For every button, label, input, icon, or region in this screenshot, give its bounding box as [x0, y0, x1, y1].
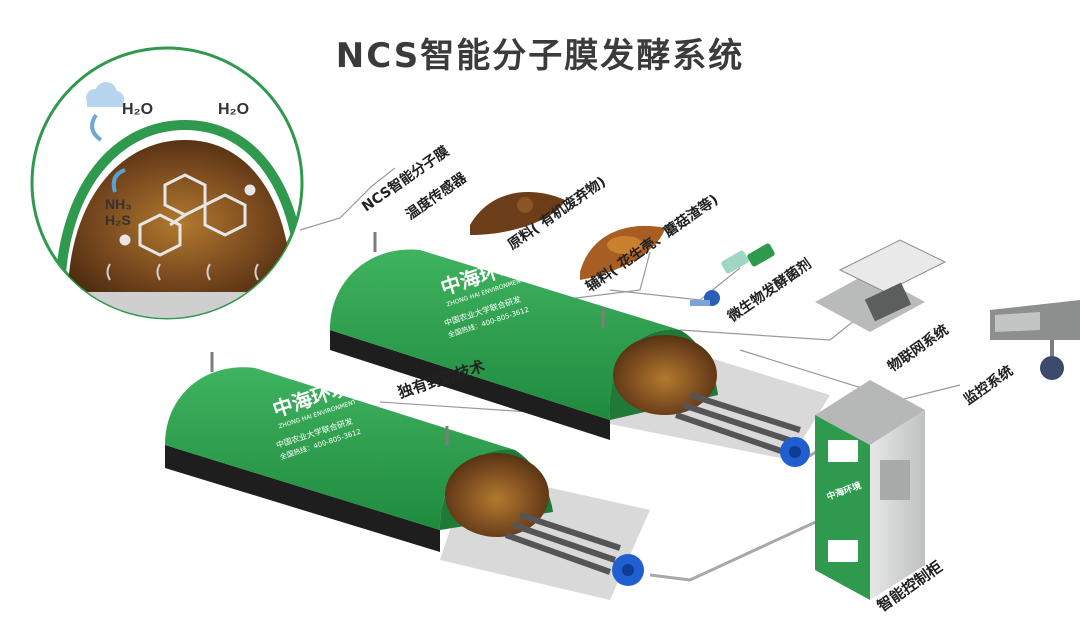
- arrow-down-icon: [111, 168, 126, 193]
- water-label-left: H₂O: [122, 101, 153, 118]
- h2s-label: H₂S: [105, 212, 131, 228]
- camera-icon: [990, 300, 1080, 380]
- microbe-agent-icon: [690, 243, 775, 306]
- page-title: NCS智能分子膜发酵系统: [335, 36, 745, 76]
- raw-material-pile: [470, 192, 565, 235]
- cloud-icon: [86, 82, 124, 142]
- monitor-label: 监控系统: [961, 362, 1017, 408]
- water-label-right: H₂O: [218, 101, 249, 118]
- fermentation-tunnel-upper: [330, 249, 801, 457]
- control-cables: [649, 448, 821, 582]
- molecule-icon: [119, 173, 256, 257]
- iot-icon: [815, 239, 947, 332]
- temperature-sensors: [210, 232, 605, 446]
- ammonia-label: NH₃: [105, 196, 132, 212]
- control-cabinet: 中海环境: [815, 380, 925, 600]
- inset-membrane-detail: H₂O H₂O NH₃ H₂S: [30, 46, 304, 320]
- blower-icon: [612, 437, 810, 586]
- fermentation-tunnel-lower: [165, 367, 621, 575]
- auxiliary-pile: [580, 225, 665, 280]
- iot-label: 物联网系统: [885, 321, 952, 375]
- vent-marks: [106, 263, 259, 281]
